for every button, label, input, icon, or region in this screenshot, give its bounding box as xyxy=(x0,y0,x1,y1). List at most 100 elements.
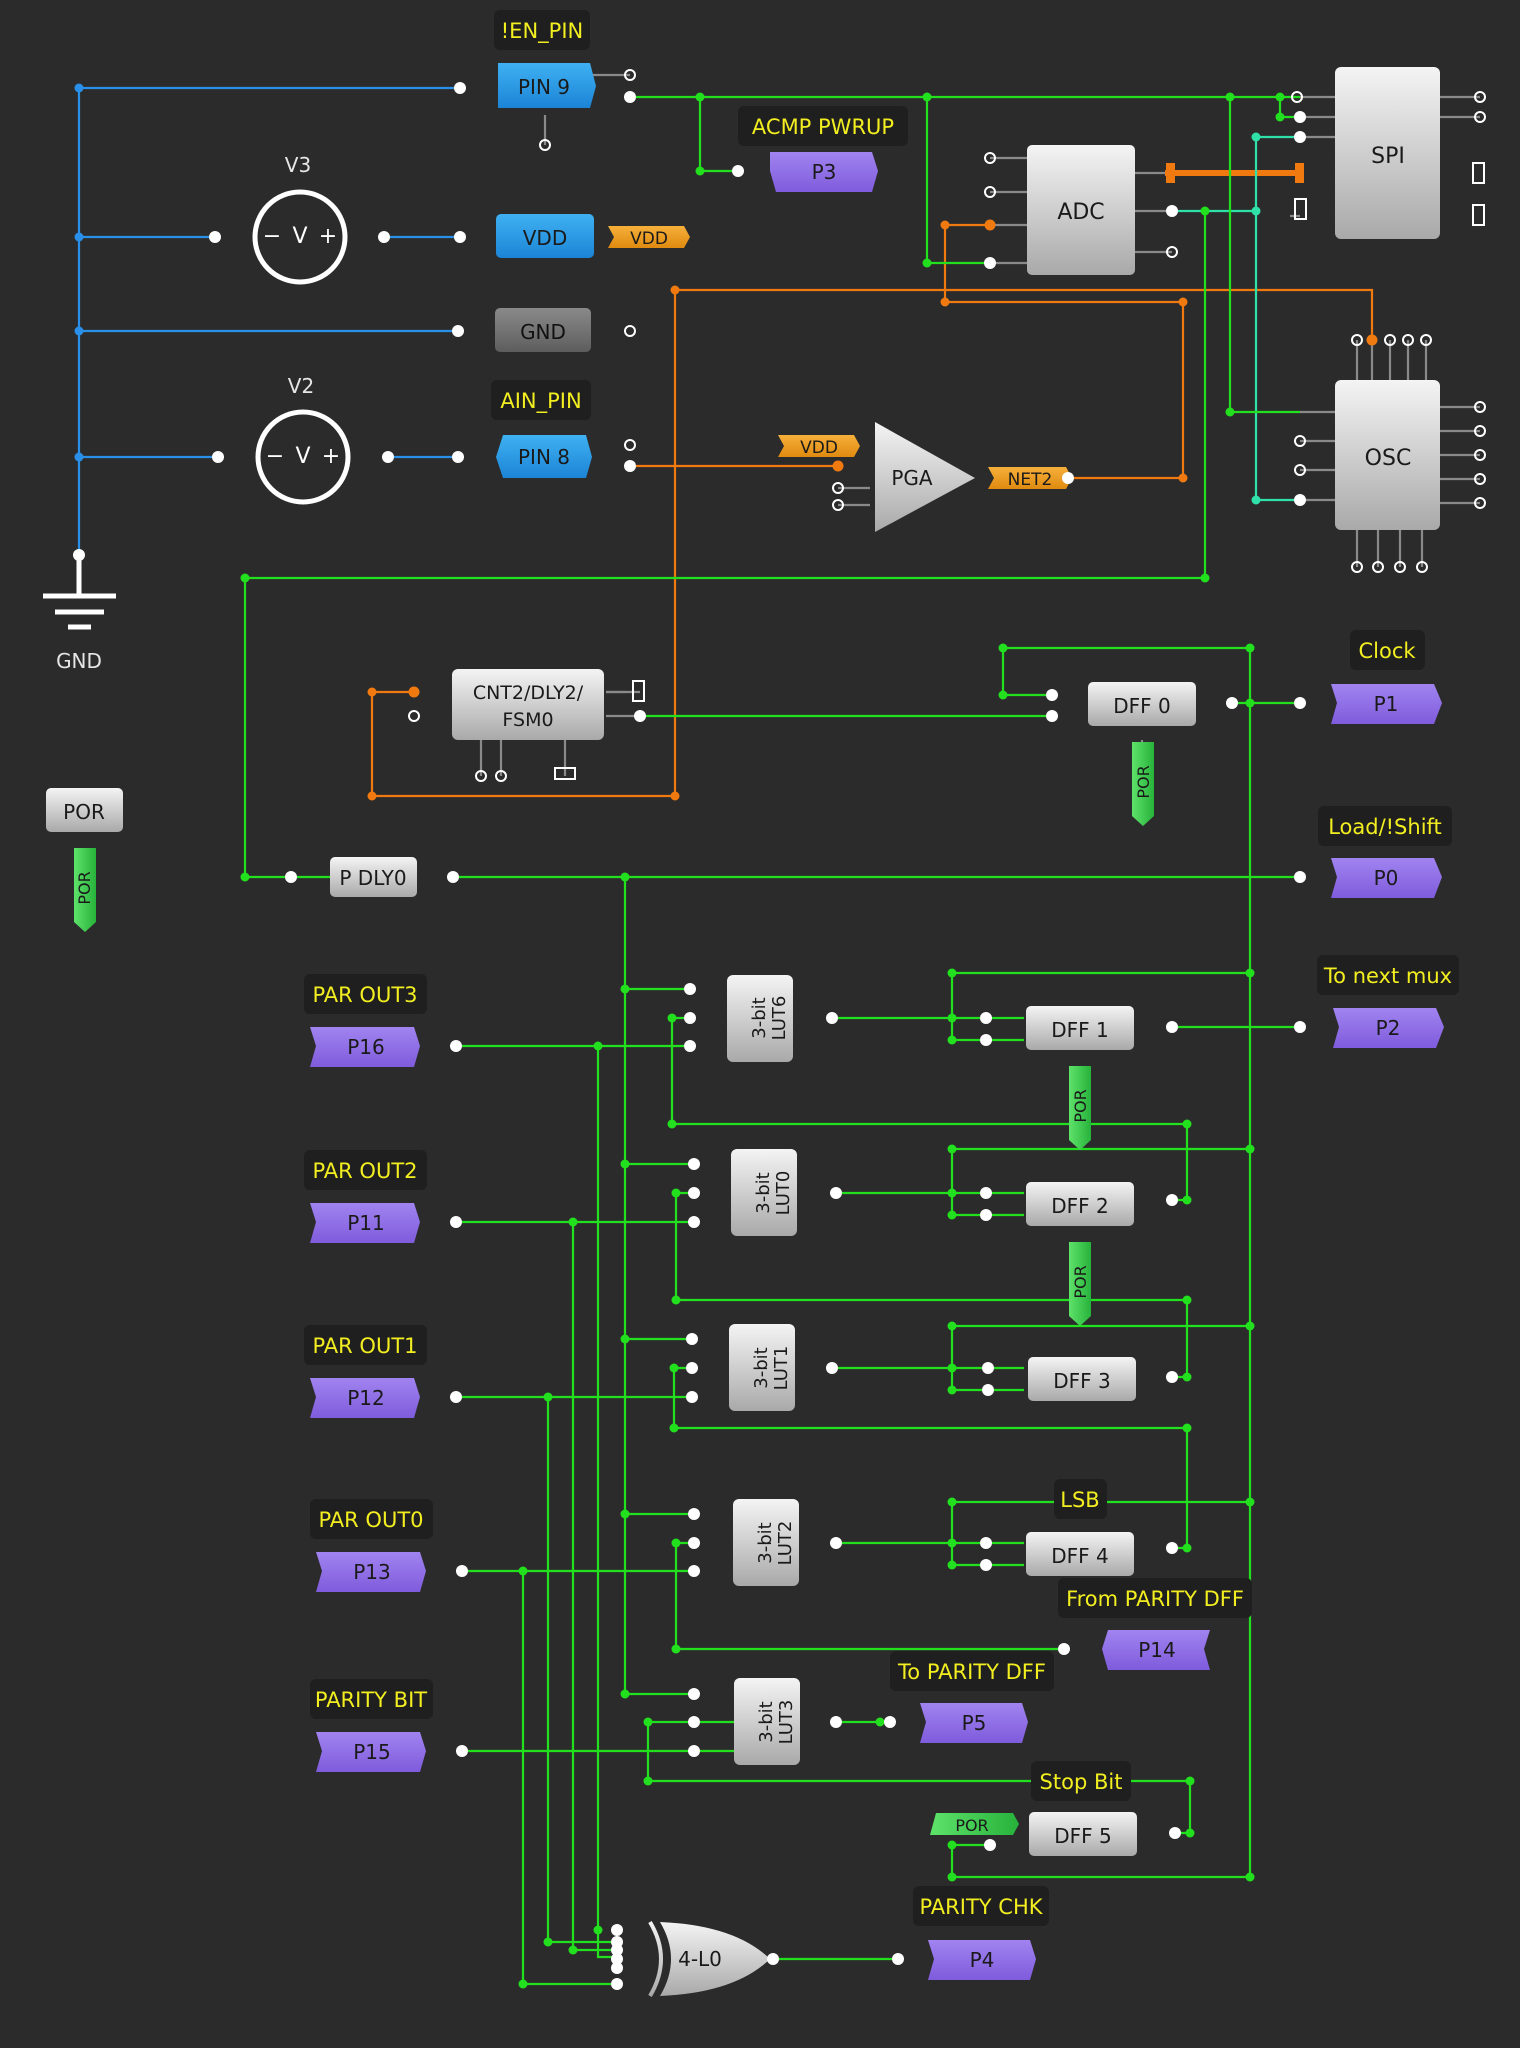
open-port-dots xyxy=(408,69,1486,782)
port-p2[interactable]: P2 xyxy=(1333,1008,1444,1048)
net-vdd-out-label: VDD xyxy=(630,229,668,249)
dff5-block[interactable]: DFF 5 xyxy=(1029,1812,1137,1856)
port-p15[interactable]: P15 xyxy=(316,1732,426,1772)
counter-block[interactable]: CNT2/DLY2/ FSM0 xyxy=(452,669,604,740)
bus-endcap-icon xyxy=(1295,163,1304,183)
net-vdd-out[interactable]: VDD xyxy=(608,226,690,249)
port-p5[interactable]: P5 xyxy=(920,1703,1028,1743)
dff1-block[interactable]: DFF 1 xyxy=(1026,1006,1134,1050)
port-p3-label: P3 xyxy=(812,160,837,184)
pga-label: PGA xyxy=(891,466,933,490)
pin-stubs xyxy=(479,73,1480,776)
label-load-shift: Load/!Shift xyxy=(1328,815,1442,839)
dff0-label: DFF 0 xyxy=(1113,694,1171,718)
minus-sign: − xyxy=(266,444,284,469)
source-label-v2: V2 xyxy=(288,374,314,398)
pdly-block[interactable]: P DLY0 xyxy=(330,857,417,897)
adc-label: ADC xyxy=(1057,200,1104,225)
lut0-block[interactable]: 3-bit LUT0 xyxy=(731,1149,797,1236)
lut2-block[interactable]: 3-bit LUT2 xyxy=(733,1499,799,1586)
port-p12-label: P12 xyxy=(347,1386,385,1410)
voltage-source-v2[interactable]: V − + xyxy=(255,409,351,505)
port-p11-label: P11 xyxy=(347,1211,385,1235)
por-block[interactable]: POR xyxy=(46,788,123,832)
gnd-pin[interactable]: GND xyxy=(495,308,591,352)
osc-block[interactable]: OSC xyxy=(1335,380,1440,530)
pin-8[interactable]: PIN 8 xyxy=(496,435,592,478)
lut1-block[interactable]: 3-bit LUT1 xyxy=(729,1324,795,1411)
net-net2-label: NET2 xyxy=(1008,470,1053,490)
port-p1[interactable]: P1 xyxy=(1331,684,1442,724)
ground-label: GND xyxy=(56,649,102,673)
ground-symbol xyxy=(43,555,116,630)
port-p13-label: P13 xyxy=(353,1560,391,1584)
lut0-label-line2: LUT0 xyxy=(773,1171,794,1216)
port-p0[interactable]: P0 xyxy=(1331,858,1442,898)
lut6-block[interactable]: 3-bit LUT6 xyxy=(727,975,793,1062)
dff4-label: DFF 4 xyxy=(1051,1544,1109,1568)
lut2-label-line2: LUT2 xyxy=(775,1521,796,1566)
teal-wires xyxy=(1172,135,1300,502)
xor-gate[interactable]: 4-L0 xyxy=(648,1920,770,1998)
port-p16[interactable]: P16 xyxy=(310,1027,420,1067)
port-p12[interactable]: P12 xyxy=(310,1378,420,1418)
svg-text:POR: POR xyxy=(1071,1089,1090,1122)
dff0-block[interactable]: DFF 0 xyxy=(1088,682,1196,726)
osc-label: OSC xyxy=(1365,446,1412,471)
net-vdd-pga[interactable]: VDD xyxy=(778,435,860,458)
port-p2-label: P2 xyxy=(1376,1016,1401,1040)
port-p14[interactable]: P14 xyxy=(1102,1630,1210,1670)
source-circle xyxy=(252,189,348,285)
por-tag-dff0: POR xyxy=(1132,742,1154,826)
port-p5-label: P5 xyxy=(962,1711,987,1735)
dff3-block[interactable]: DFF 3 xyxy=(1028,1357,1136,1401)
port-p13[interactable]: P13 xyxy=(316,1552,426,1592)
spi-terminal-icon xyxy=(1472,162,1485,184)
net-net2[interactable]: NET2 xyxy=(988,467,1072,490)
port-p14-label: P14 xyxy=(1138,1638,1176,1662)
port-p11[interactable]: P11 xyxy=(310,1203,420,1243)
counter-label-line2: FSM0 xyxy=(502,709,553,731)
counter-label-line1: CNT2/DLY2/ xyxy=(473,682,584,704)
svg-text:POR: POR xyxy=(1071,1265,1090,1298)
port-p1-label: P1 xyxy=(1374,692,1399,716)
plus-sign: + xyxy=(319,224,337,249)
port-p4[interactable]: P4 xyxy=(928,1940,1036,1980)
lut3-block[interactable]: 3-bit LUT3 xyxy=(734,1678,800,1765)
por-tag-main: POR xyxy=(74,848,96,932)
source-symbol: V xyxy=(292,224,307,249)
pga-block[interactable]: PGA xyxy=(875,422,975,532)
port-p4-label: P4 xyxy=(970,1948,995,1972)
junction-dots xyxy=(73,69,1486,1990)
label-parity-bit: PARITY BIT xyxy=(315,1688,427,1712)
net-labels: !EN_PIN ACMP PWRUP AIN_PIN Clock Load/!S… xyxy=(304,10,1459,1926)
lut6-label-line2: LUT6 xyxy=(769,996,790,1041)
label-stop-bit: Stop Bit xyxy=(1040,1770,1123,1794)
lut0-label-line1: 3-bit xyxy=(753,1172,774,1213)
label-en-pin: !EN_PIN xyxy=(501,19,583,44)
dff2-block[interactable]: DFF 2 xyxy=(1026,1182,1134,1226)
dff3-label: DFF 3 xyxy=(1053,1369,1111,1393)
dff4-block[interactable]: DFF 4 xyxy=(1026,1532,1134,1576)
label-lsb: LSB xyxy=(1060,1488,1099,1512)
dff5-label: DFF 5 xyxy=(1054,1824,1112,1848)
svg-text:POR: POR xyxy=(75,871,94,904)
source-symbol: V xyxy=(295,444,310,469)
por-tag-dff5: POR xyxy=(930,1813,1019,1835)
gnd-pin-label: GND xyxy=(520,320,566,344)
label-par-out0: PAR OUT0 xyxy=(318,1508,423,1532)
source-circle xyxy=(255,409,351,505)
spi-block[interactable]: SPI xyxy=(1335,67,1440,239)
net-vdd-pga-label: VDD xyxy=(800,438,838,458)
port-p3[interactable]: P3 xyxy=(770,152,878,192)
label-next-mux: To next mux xyxy=(1323,964,1452,988)
spi-label: SPI xyxy=(1371,144,1405,169)
plus-sign: + xyxy=(322,444,340,469)
adc-block[interactable]: ADC xyxy=(1027,145,1135,275)
por-tag-dff2: POR xyxy=(1069,1242,1091,1326)
pin-9[interactable]: PIN 9 xyxy=(498,63,596,108)
por-block-label: POR xyxy=(63,800,105,824)
vdd-pin[interactable]: VDD xyxy=(496,214,594,258)
lut3-label-line1: 3-bit xyxy=(756,1701,777,1742)
voltage-source-v3[interactable]: V − + xyxy=(252,189,348,285)
